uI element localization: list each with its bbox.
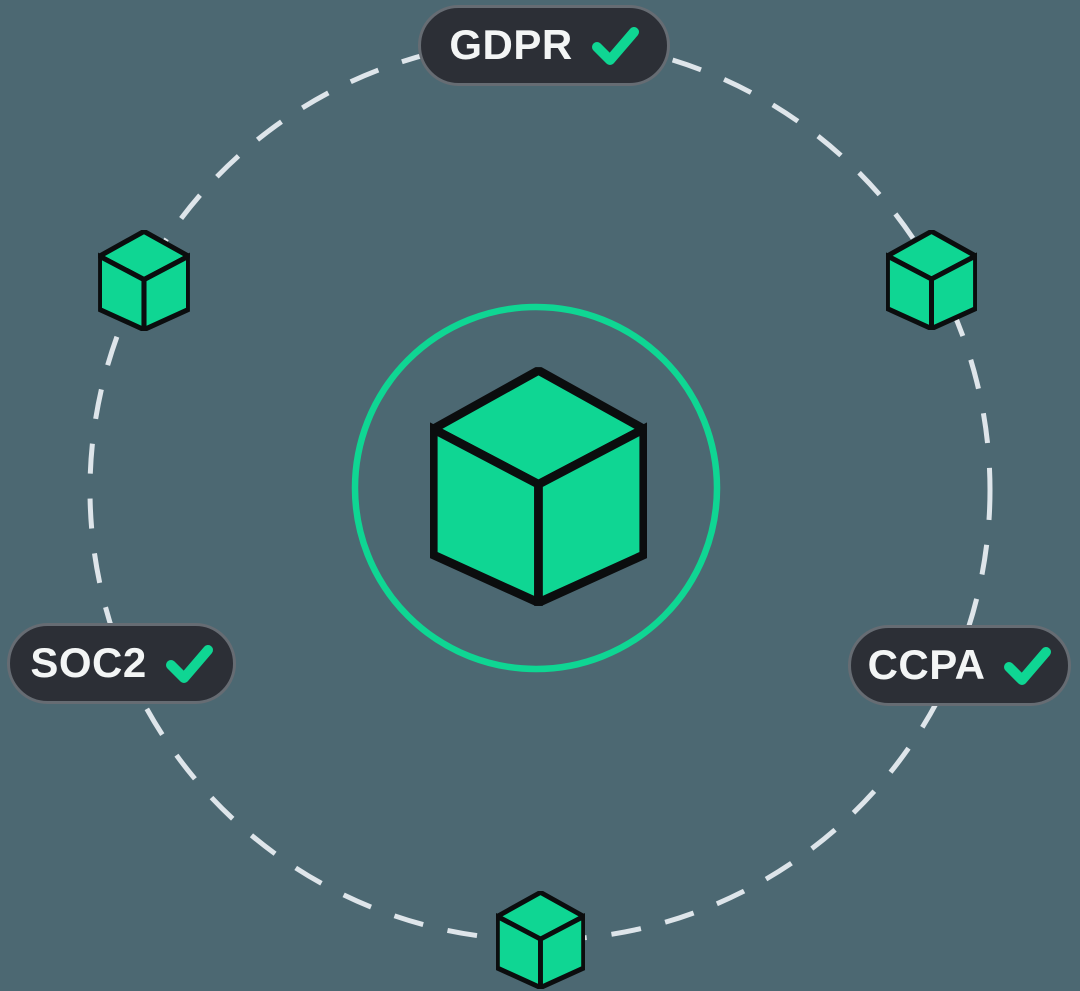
cube-icon — [886, 230, 977, 330]
badge-ccpa-label: CCPA — [867, 640, 986, 688]
badge-gdpr: GDPR — [418, 5, 670, 86]
center-ring — [351, 303, 721, 673]
cube-icon — [98, 230, 190, 331]
check-icon — [165, 644, 213, 683]
cube-icon — [496, 891, 585, 989]
badge-ccpa: CCPA — [848, 625, 1071, 706]
check-icon — [1004, 646, 1052, 685]
badge-soc2-label: SOC2 — [30, 638, 147, 686]
badge-soc2: SOC2 — [7, 623, 236, 704]
cube-icon — [430, 367, 647, 606]
check-icon — [591, 26, 639, 65]
badge-gdpr-label: GDPR — [449, 20, 573, 68]
orbit-dashed-circle — [87, 37, 993, 943]
